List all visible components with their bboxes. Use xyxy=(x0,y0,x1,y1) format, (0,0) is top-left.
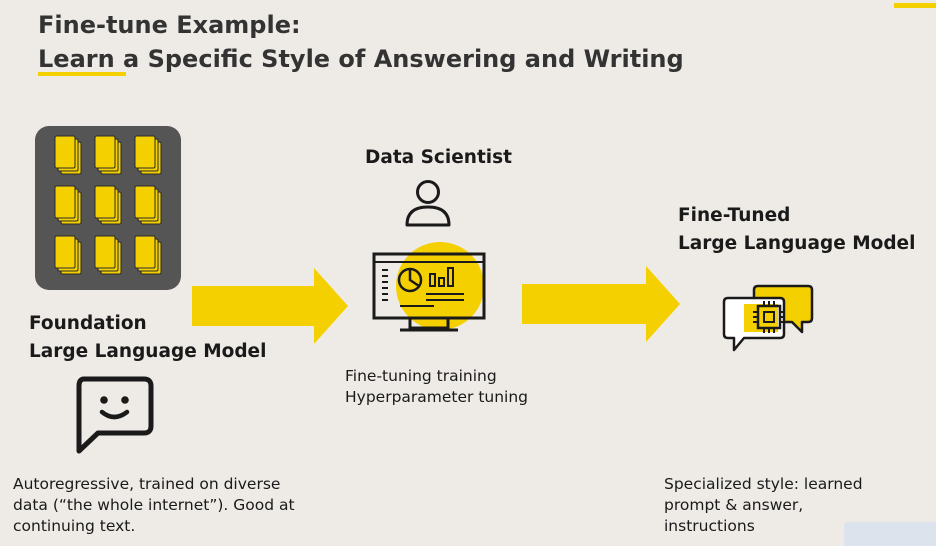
corner-accent xyxy=(894,3,936,8)
data-scientist-heading: Data Scientist xyxy=(365,147,512,168)
document-stack-icon xyxy=(54,235,82,275)
monitor-dashboard-icon xyxy=(372,242,486,332)
fine-tuned-heading-line-2: Large Language Model xyxy=(678,233,916,254)
user-icon xyxy=(405,180,451,227)
document-stack-icon xyxy=(134,185,162,225)
fine-tuned-heading: Fine-Tuned Large Language Model xyxy=(678,202,915,258)
fine-tuned-description: Specialized style: learned prompt & answ… xyxy=(664,475,863,535)
document-stack-icon xyxy=(94,185,122,225)
document-grid-icon xyxy=(35,126,181,290)
arrow-right-icon xyxy=(522,266,680,342)
corner-box xyxy=(844,522,936,546)
title-underline xyxy=(38,72,126,76)
fine-tuned-heading-line-1: Fine-Tuned xyxy=(678,205,791,226)
document-stack-icon xyxy=(134,235,162,275)
document-stack-icon xyxy=(54,185,82,225)
title-line-2: Learn a Specific Style of Answering and … xyxy=(38,45,684,73)
document-stack-icon xyxy=(94,135,122,175)
chip-chat-icon xyxy=(722,284,814,352)
training-steps: Fine-tuning training Hyperparameter tuni… xyxy=(345,366,565,408)
foundation-description: Autoregressive, trained on diverse data … xyxy=(13,475,295,535)
title-line-1: Fine-tune Example: xyxy=(38,11,301,39)
foundation-heading-line-2: Large Language Model xyxy=(29,341,267,362)
document-stack-icon xyxy=(94,235,122,275)
document-stack-icon xyxy=(134,135,162,175)
training-step: Fine-tuning training xyxy=(345,367,497,385)
document-stack-icon xyxy=(54,135,82,175)
training-step: Hyperparameter tuning xyxy=(345,388,529,406)
foundation-heading: Foundation Large Language Model xyxy=(29,310,266,366)
page-title: Fine-tune Example: Learn a Specific Styl… xyxy=(38,8,684,76)
smiley-chat-icon xyxy=(76,376,154,454)
arrow-right-icon xyxy=(192,268,348,344)
foundation-heading-line-1: Foundation xyxy=(29,313,147,334)
